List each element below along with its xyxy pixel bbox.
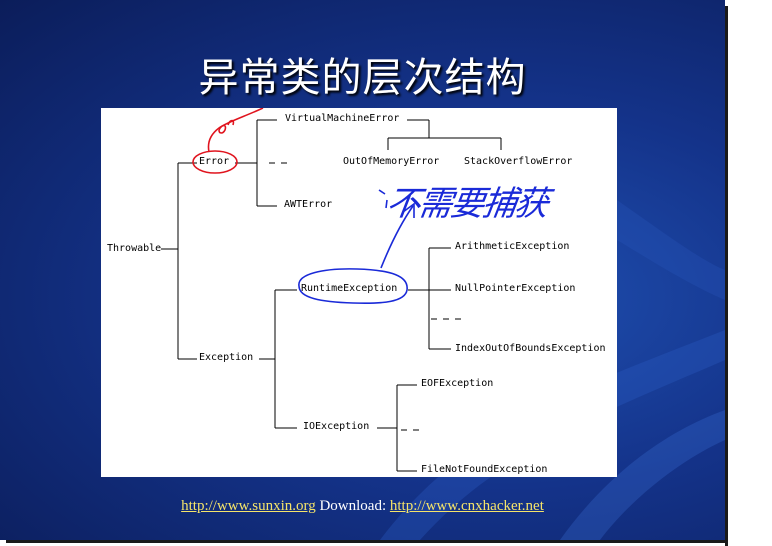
node-nullpointerexception: NullPointerException <box>455 283 576 294</box>
footer-link-sunxin[interactable]: http://www.sunxin.org <box>181 498 316 514</box>
node-throwable: Throwable <box>107 243 162 254</box>
node-outofmemoryerror: OutOfMemoryError <box>343 156 440 167</box>
slide-shadow-right <box>725 6 728 546</box>
node-exception: Exception <box>199 352 254 363</box>
node-eofexception: EOFException <box>421 378 494 389</box>
node-arithmeticexception: ArithmeticException <box>455 241 570 252</box>
red-annotation <box>192 108 264 174</box>
slide: 异常类的层次结构 <box>0 0 725 540</box>
hierarchy-lines <box>161 108 502 472</box>
slide-shadow-bottom <box>6 540 728 543</box>
node-ioexception: IOException <box>303 421 370 432</box>
class-hierarchy-diagram: VirtualMachineError Error OutOfMemoryErr… <box>101 108 617 477</box>
footer-link-cnxhacker[interactable]: http://www.cnxhacker.net <box>389 498 544 514</box>
node-error: Error <box>199 156 230 167</box>
footer: http://www.sunxin.org Download: http://w… <box>0 498 725 515</box>
blue-annotation <box>298 189 415 305</box>
node-stackoverflowerror: StackOverflowError <box>464 156 573 167</box>
node-filenotfoundexception: FileNotFoundException <box>421 464 548 475</box>
handwritten-note: 不需要捕获 <box>383 184 550 224</box>
node-virtualmachineerror: VirtualMachineError <box>285 113 400 124</box>
node-indexoutofboundsexception: IndexOutOfBoundsException <box>455 343 606 354</box>
footer-download-label: Download: <box>319 498 387 514</box>
node-runtimeexception: RuntimeException <box>301 283 398 294</box>
node-awterror: AWTError <box>284 199 333 210</box>
slide-title: 异常类的层次结构 <box>198 55 527 101</box>
